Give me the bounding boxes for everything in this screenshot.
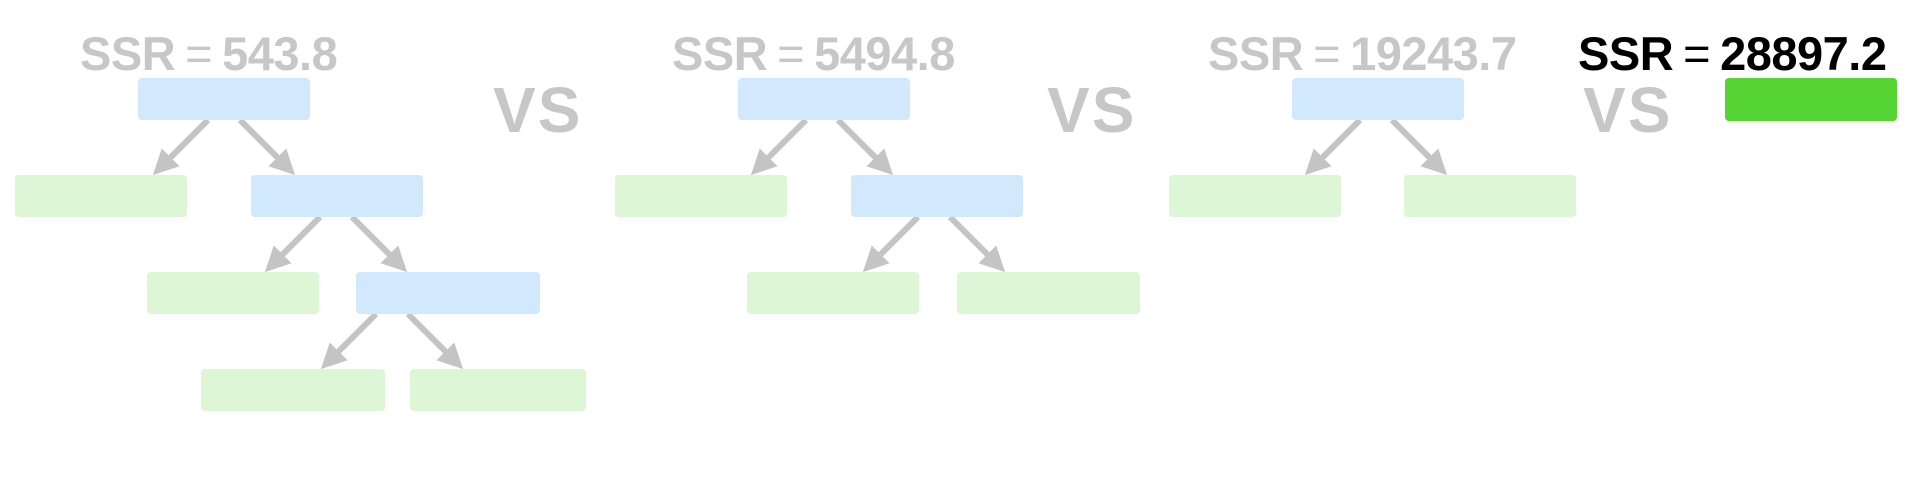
tree-2-arrow-l2-left [862, 214, 921, 273]
ssr-value: 543.8 [222, 27, 338, 80]
ssr-value: 28897.2 [1720, 27, 1887, 80]
ssr-equals: = [1313, 27, 1341, 80]
tree-1-leaf-4 [410, 369, 586, 411]
tree-2-leaf-3 [957, 272, 1140, 314]
ssr-value: 19243.7 [1350, 27, 1517, 80]
tree-1-arrow-l3-right [405, 311, 464, 370]
tree-1-ssr-label: SSR=543.8 [80, 24, 338, 84]
tree-2-internal-node-2 [851, 175, 1023, 217]
ssr-text: SSR [672, 27, 768, 80]
tree-1-arrow-l2-right [349, 214, 408, 273]
tree-3-ssr-label: SSR=19243.7 [1208, 24, 1517, 84]
ssr-value: 5494.8 [814, 27, 955, 80]
tree-3-root-node [1292, 78, 1464, 120]
ssr-equals: = [185, 27, 213, 80]
tree-3-leaf-1 [1169, 175, 1341, 217]
tree-3-leaf-2 [1404, 175, 1576, 217]
tree-1-leaf-2 [147, 272, 319, 314]
tree-3-arrow-root-left [1304, 117, 1363, 176]
tree-2-leaf-1 [615, 175, 787, 217]
tree-2-arrow-root-right [835, 117, 894, 176]
tree-1-arrow-root-right [237, 117, 296, 176]
tree-1-arrow-root-left [152, 117, 211, 176]
tree-3-arrow-root-right [1389, 117, 1448, 176]
tree-2-root-node [738, 78, 910, 120]
tree-1-internal-node-3 [356, 272, 540, 314]
tree-2-leaf-2 [747, 272, 919, 314]
vs-separator-3: VS [1583, 74, 1673, 146]
tree-1-internal-node-2 [251, 175, 423, 217]
tree-2-ssr-label: SSR=5494.8 [672, 24, 955, 84]
ssr-text: SSR [1208, 27, 1304, 80]
tree-1-arrow-l2-left [264, 214, 323, 273]
tree-2-arrow-l2-right [947, 214, 1006, 273]
tree-1-root-node [138, 78, 310, 120]
tree-1-leaf-1 [15, 175, 187, 217]
ssr-equals: = [777, 27, 805, 80]
vs-separator-2: VS [1047, 74, 1137, 146]
vs-separator-1: VS [493, 74, 583, 146]
ssr-text: SSR [1578, 27, 1674, 80]
ssr-equals: = [1683, 27, 1711, 80]
tree-4-single-leaf [1725, 78, 1897, 121]
tree-1-leaf-3 [201, 369, 385, 411]
ssr-text: SSR [80, 27, 176, 80]
tree-2-arrow-root-left [750, 117, 809, 176]
tree-4-ssr-label: SSR=28897.2 [1578, 24, 1887, 84]
tree-1-arrow-l3-left [320, 311, 379, 370]
